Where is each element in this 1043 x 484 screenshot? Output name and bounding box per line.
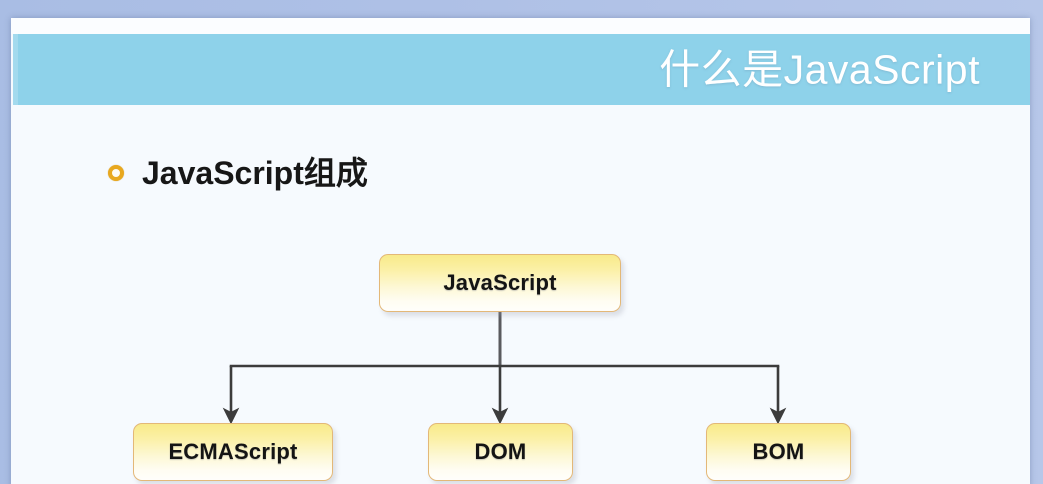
- diagram-node-javascript[interactable]: JavaScript: [379, 254, 621, 312]
- diagram-node-dom[interactable]: DOM: [428, 423, 573, 481]
- diagram-node-label: DOM: [474, 439, 527, 464]
- slide-title: 什么是JavaScript: [659, 46, 980, 92]
- diagram-node-label: ECMAScript: [168, 439, 298, 464]
- slide-top-strip: [11, 18, 1030, 34]
- bullet-heading: JavaScript组成: [108, 157, 368, 189]
- slide-title-band: 什么是JavaScript: [13, 34, 1030, 105]
- diagram-node-label: BOM: [752, 439, 805, 464]
- javascript-composition-diagram: JavaScript ECMAScript DOM BOM: [11, 105, 1030, 484]
- diagram-node-label: JavaScript: [443, 270, 557, 295]
- diagram-node-bom[interactable]: BOM: [706, 423, 851, 481]
- presentation-slide: 什么是JavaScript JavaScript组成: [11, 18, 1030, 484]
- ring-bullet-icon: [108, 165, 124, 181]
- slide-body: JavaScript组成: [11, 105, 1030, 484]
- bullet-heading-label: JavaScript组成: [142, 155, 368, 191]
- diagram-node-ecmascript[interactable]: ECMAScript: [133, 423, 333, 481]
- title-band-left-edge: [13, 34, 18, 105]
